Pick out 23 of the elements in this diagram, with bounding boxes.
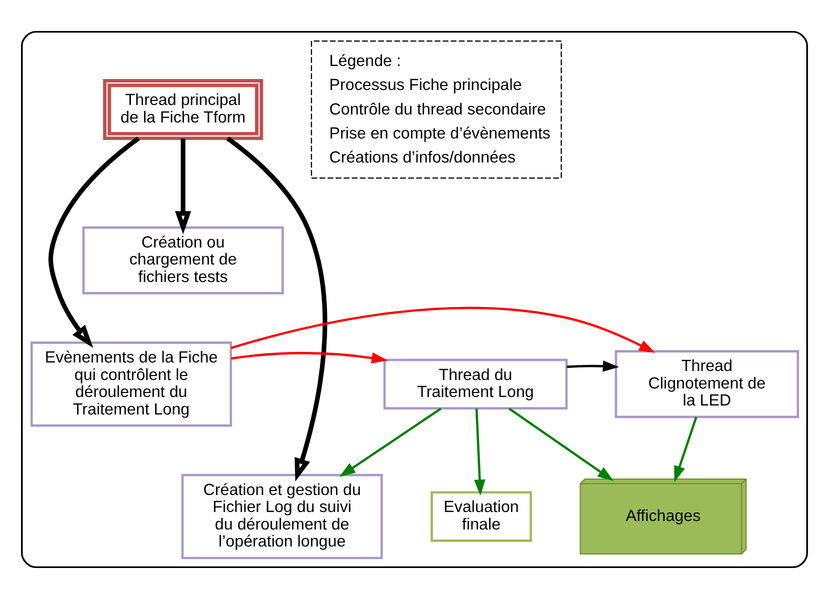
arrow <box>48 136 140 348</box>
legend-label: Processus Fiche principale <box>329 76 522 94</box>
arrow <box>175 138 192 234</box>
legend-label: Créations d’infos/données <box>329 148 516 167</box>
arrow <box>230 306 656 353</box>
label: Légende : <box>329 52 401 70</box>
node-box: Thread principal de la Fiche Tform <box>103 79 264 140</box>
node-box: Thread du Traitement Long <box>383 358 568 410</box>
node-box: Evènements de la Fiche qui contrôlent le déroulement du Traitement Long <box>30 342 232 427</box>
node-box: Création et gestion du Fichier Log du suivi du déroulement de l’opération longue <box>181 474 383 560</box>
node-box: Thread Clignotement de la LED <box>614 350 800 418</box>
arrow <box>226 136 328 482</box>
arrow <box>339 408 442 477</box>
arrow <box>230 352 388 364</box>
cluster <box>21 30 808 568</box>
arrow <box>474 408 486 496</box>
arrow <box>508 408 614 482</box>
legend-label: Prise en compte d’évènements <box>329 124 550 143</box>
legend-label: Contrôle du thread secondaire <box>329 100 546 118</box>
node-box: Création ou chargement de fichiers tests <box>82 226 284 294</box>
node-box: Evaluation finale <box>430 491 532 542</box>
arrow <box>674 416 698 482</box>
arrow <box>566 360 620 372</box>
